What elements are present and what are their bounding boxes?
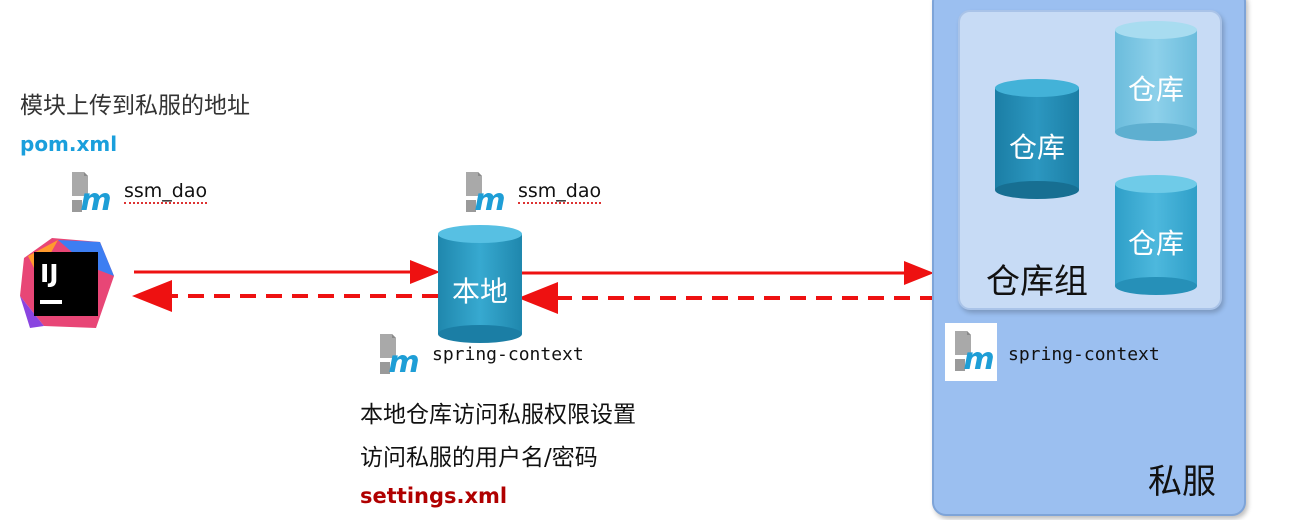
repository-label-3: 仓库 [1127, 227, 1184, 260]
maven-module-icon: m [466, 172, 504, 214]
maven-module-icon: m [72, 172, 110, 214]
local-cylinder-label: 本地 [451, 275, 508, 308]
repository-label-1: 仓库 [1008, 131, 1065, 164]
upload-address-label: 模块上传到私服的地址 [20, 93, 250, 119]
repository-group-label: 仓库组 [986, 262, 1088, 302]
server-module-icon-bg: m [945, 323, 997, 381]
svg-text:m: m [388, 345, 418, 376]
repository-cylinder-1[interactable]: 仓库 [994, 78, 1080, 200]
module-name-spring-context-server: spring-context [1008, 344, 1160, 365]
repository-cylinder-2[interactable]: 仓库 [1114, 20, 1198, 142]
svg-text:m: m [80, 183, 110, 214]
intellij-idea-icon[interactable]: IJ [18, 236, 116, 330]
repository-cylinder-3[interactable]: 仓库 [1114, 174, 1198, 296]
maven-module-icon: m [380, 334, 418, 376]
module-name-ssm-dao-local: ssm_dao [518, 180, 602, 204]
module-name-spring-context-local: spring-context [432, 344, 584, 365]
svg-text:m: m [474, 183, 504, 214]
repository-label-2: 仓库 [1127, 73, 1184, 106]
maven-module-icon: m [955, 331, 993, 373]
settings-xml-label: settings.xml [360, 484, 508, 508]
local-permission-note: 本地仓库访问私服权限设置 [360, 402, 636, 428]
local-repository-cylinder[interactable]: 本地 [437, 224, 523, 344]
credentials-note: 访问私服的用户名/密码 [360, 445, 598, 471]
private-server-label: 私服 [1148, 462, 1216, 502]
ide-logo-text: IJ [40, 259, 59, 288]
pom-xml-label: pom.xml [20, 132, 118, 156]
svg-text:m: m [963, 342, 993, 373]
module-name-ssm-dao: ssm_dao [124, 180, 208, 204]
